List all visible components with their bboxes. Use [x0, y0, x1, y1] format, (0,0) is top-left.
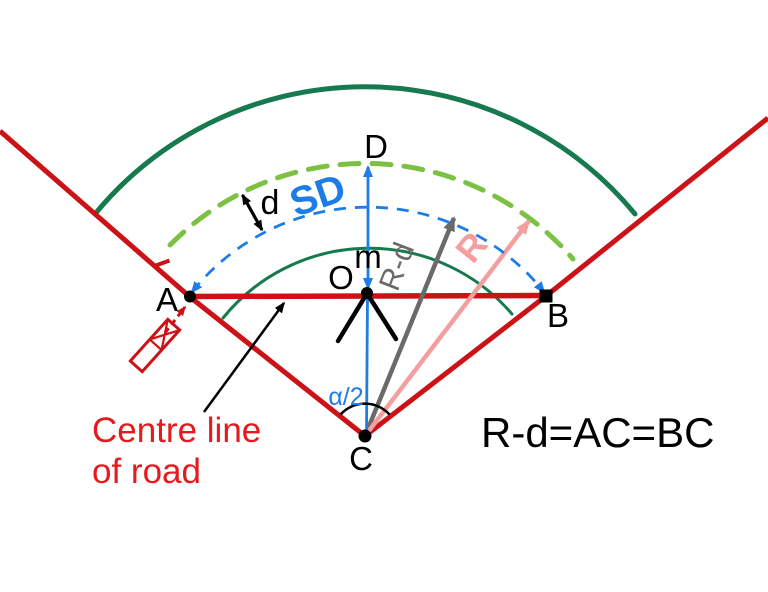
radius-minus-d-arrow [362, 216, 457, 437]
point-d-label: D [364, 128, 388, 165]
offset-d-double-arrow [241, 193, 264, 232]
instrument-tripod-icon [335, 292, 399, 344]
point-o-label: O [328, 259, 354, 296]
ranging-rod-icon [128, 317, 182, 374]
point-b-label: B [547, 297, 569, 334]
co-line [365, 295, 369, 435]
tangent-tick [153, 258, 171, 268]
point-c-dot [358, 429, 372, 443]
point-m-label: m [354, 238, 382, 275]
angle-arc [339, 402, 391, 416]
point-c-label: C [349, 440, 373, 477]
radius-arrow [363, 219, 531, 438]
tangent-line-right [363, 116, 768, 438]
point-b-marker [539, 289, 553, 303]
offset-d-label: d [261, 184, 280, 222]
equation-label: R-d=AC=BC [481, 409, 714, 456]
point-a-label: A [156, 281, 178, 318]
centre-line-caption-line2: of road [92, 452, 201, 491]
outer-road-edge-arc [92, 84, 638, 217]
sight-distance-arc [190, 205, 546, 294]
half-angle-label: α/2 [328, 383, 363, 411]
point-o-dot [361, 287, 373, 299]
point-a-dot [184, 290, 196, 303]
centre-line-caption-line1: Centre line [92, 411, 261, 450]
rod-pointer-arrow [163, 305, 187, 334]
caption-arrow [202, 301, 286, 413]
radius-label: R [447, 224, 495, 270]
dashed-green-arc [167, 160, 576, 262]
